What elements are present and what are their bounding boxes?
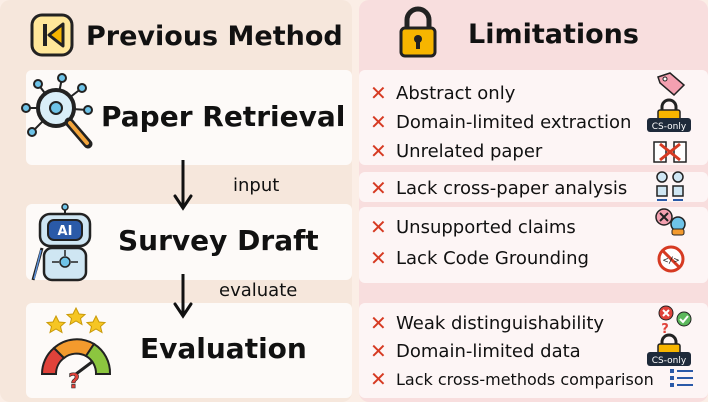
limitation-text: Lack cross-paper analysis [396,177,628,199]
distinguishability-icon: ? [658,305,692,337]
magnifier-network-icon [21,73,93,149]
limitation-text: Domain-limited data [396,340,581,362]
cross-paper-limitation-panel [359,172,708,202]
cross-icon: ✕ [370,311,387,335]
ai-robot-icon: AI [31,203,92,282]
limitation-text: Unrelated paper [396,140,543,162]
evaluation-limitations-panel [359,303,708,398]
limitation-item: ✕ Unsupported claims [370,215,576,239]
cross-icon: ✕ [370,176,387,200]
cross-icon: ✕ [370,110,387,134]
cs-only-badge-text: CS-only [652,356,687,366]
svg-text:?: ? [661,322,669,337]
tag-icon [657,72,686,97]
limitation-item: ✕ Domain-limited extraction [370,110,631,134]
evaluate-arrow-label: evaluate [219,280,298,301]
limitation-text: Lack cross-methods comparison [396,369,654,389]
previous-method-header: Previous Method [86,21,343,52]
cross-icon: ✕ [370,139,387,163]
cross-icon: ✕ [370,246,387,270]
down-arrow-icon [173,160,193,211]
down-arrow-icon [173,274,193,319]
ai-badge-text: AI [58,224,73,239]
cs-only-lock-icon: CS-only [647,333,691,366]
limitation-item: ✕ Lack Code Grounding [370,246,589,270]
limitation-item: ✕ Weak distinguishability [370,311,604,335]
cross-icon: ✕ [370,81,387,105]
unsupported-claim-icon [655,208,686,236]
previous-track-icon [30,13,74,57]
limitation-item: ✕ Lack cross-methods comparison [370,367,654,391]
cross-icon: ✕ [370,215,387,239]
limitation-item: ✕ Unrelated paper [370,139,542,163]
survey-draft-stage: Survey Draft [118,224,319,257]
limitations-header: Limitations [468,19,639,50]
unrelated-papers-icon [653,141,687,163]
retrieval-limitations-panel [359,70,708,165]
paper-retrieval-stage: Paper Retrieval [101,100,346,133]
limitation-text: Domain-limited extraction [396,111,632,133]
rating-gauge-icon: ? [40,306,112,393]
limitation-text: Abstract only [396,82,516,104]
list-compare-icon [670,369,693,387]
limitation-item: ✕ Abstract only [370,81,515,105]
svg-text:</>: </> [663,256,680,266]
svg-text:?: ? [68,369,80,393]
cs-only-lock-icon: CS-only [647,98,691,132]
draft-limitations-panel [359,207,708,283]
evaluation-stage: Evaluation [140,332,307,365]
lock-icon [399,6,437,58]
cross-icon: ✕ [370,367,387,391]
limitation-item: ✕ Lack cross-paper analysis [370,176,627,200]
limitation-text: Lack Code Grounding [396,247,589,269]
paper-link-icon [656,171,684,201]
cross-icon: ✕ [370,339,387,363]
limitation-text: Weak distinguishability [396,312,605,334]
cs-only-badge-text: CS-only [652,122,687,132]
input-arrow-label: input [233,175,280,196]
limitation-item: ✕ Domain-limited data [370,339,581,363]
limitation-text: Unsupported claims [396,216,576,238]
no-code-icon: </> [657,245,685,273]
